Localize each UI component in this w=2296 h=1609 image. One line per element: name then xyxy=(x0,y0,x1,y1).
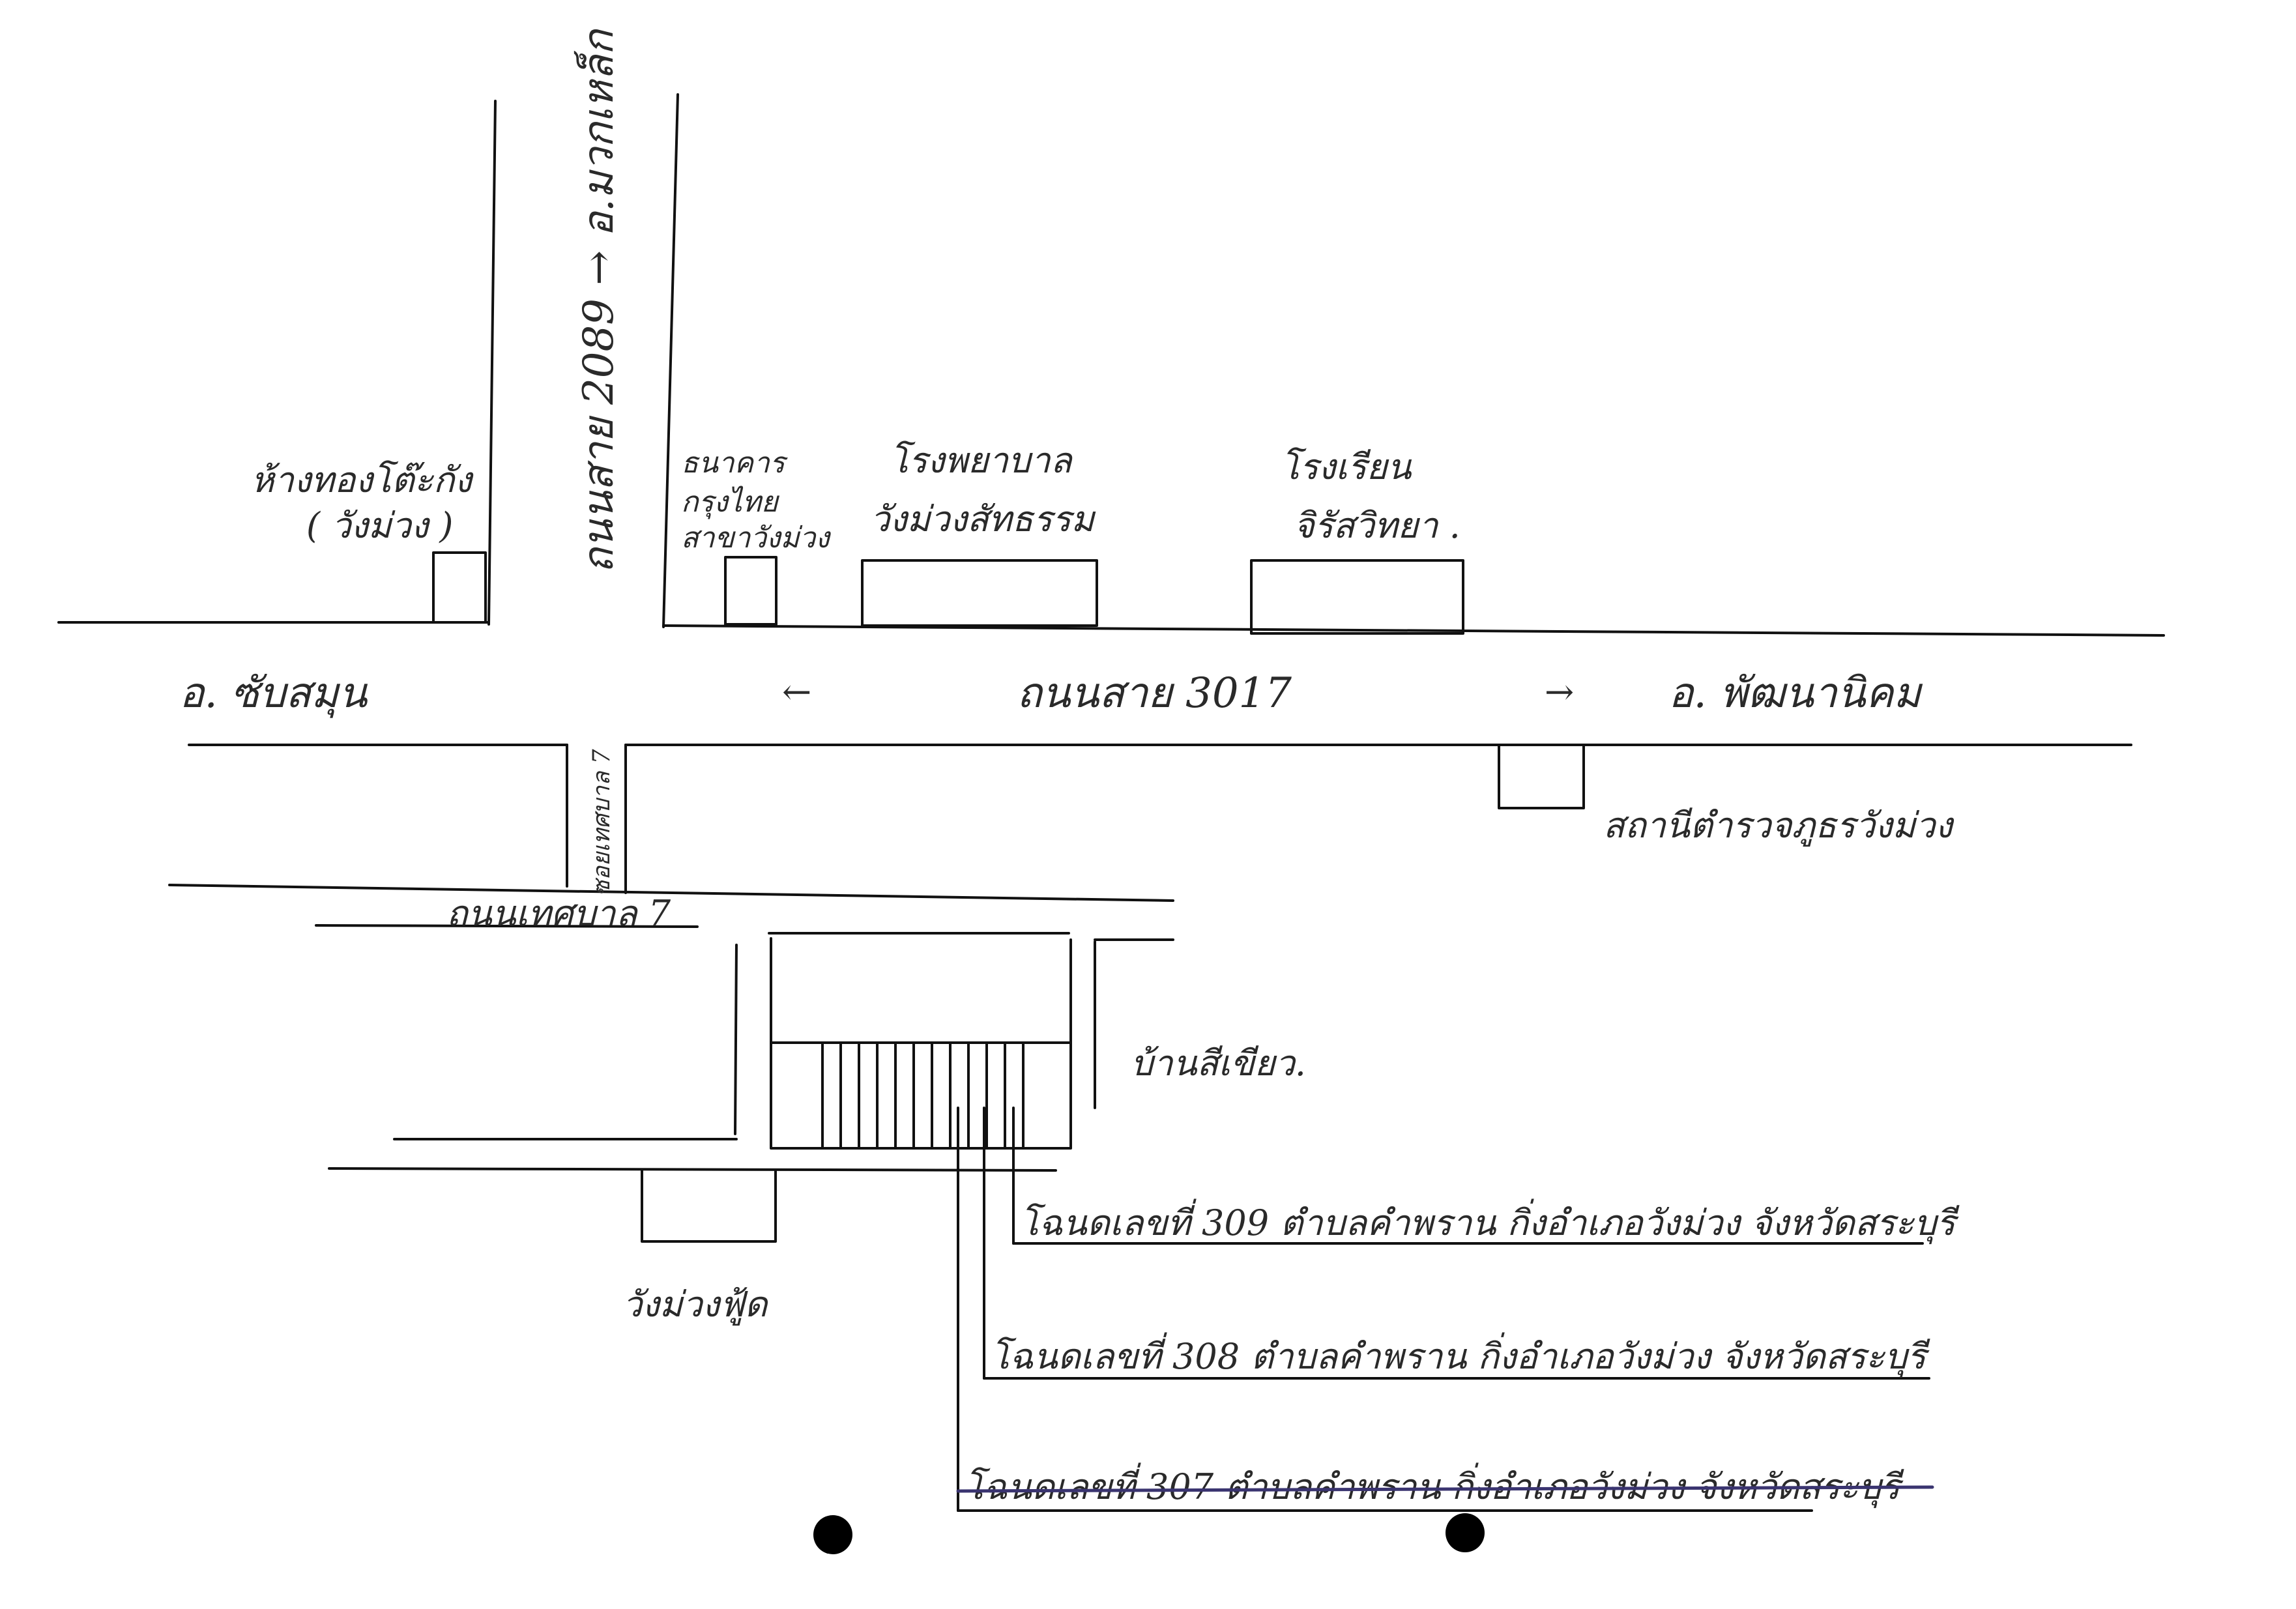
bank-label-line3: สาขาวังม่วง xyxy=(681,521,832,555)
gold-shop-label: ห้างทองโต๊ะกัง xyxy=(251,459,474,500)
highway-label: ถนนสาย 3017 xyxy=(1017,669,1292,718)
bank-label-line2: กรุงไทย xyxy=(681,486,780,519)
highway-north-edge-east xyxy=(662,624,2165,637)
wangmuang-food-building xyxy=(641,1169,777,1243)
buildings xyxy=(432,551,1585,1243)
school-building xyxy=(1250,559,1464,635)
map-labels: อ. ซับสมุน ถนนสาย 3017 ← → อ. พัฒนานิคม … xyxy=(179,28,1960,1509)
municipal-road-label: ถนนเทศบาล 7 xyxy=(446,893,671,934)
registration-dot-left xyxy=(813,1515,852,1554)
deed-307-label: โฉนดเลขที่ 307 ตำบลคำพราน กิ่งอำเภอวังม่… xyxy=(965,1462,1904,1509)
hospital-building xyxy=(861,559,1098,627)
east-direction-label: อ. พัฒนานิคม xyxy=(1668,669,1923,718)
deed-308-label: โฉนดเลขที่ 308 ตำบลคำพราน กิ่งอำเภอวังม่… xyxy=(991,1332,1930,1378)
hospital-label-line1: โรงพยาบาล xyxy=(890,440,1074,481)
gold-shop-building xyxy=(432,551,487,624)
highway-arrow-left: ← xyxy=(782,671,811,712)
bank-building xyxy=(724,556,777,626)
police-station-building xyxy=(1498,745,1585,809)
green-house-label: บ้านสีเขียว. xyxy=(1131,1043,1306,1084)
registration-dot-right xyxy=(1446,1513,1485,1552)
north-road-label: ถนนสาย 2089 → อ.มวกเหล็ก xyxy=(574,28,623,573)
plot-west-vertical xyxy=(734,944,738,1135)
road-lines xyxy=(57,93,2165,1172)
plot-bottom-line xyxy=(328,1167,1057,1172)
road-2089-west-edge xyxy=(487,100,497,626)
highway-arrow-right: → xyxy=(1545,671,1574,712)
plot-hatching xyxy=(821,1041,1024,1150)
west-direction-label: อ. ซับสมุน xyxy=(179,669,368,718)
school-label-line1: โรงเรียน xyxy=(1281,446,1412,487)
soi-label: ซอยเทศบาล 7 xyxy=(589,749,615,896)
municipal-road-south-edge-west xyxy=(315,924,699,928)
school-label-line2: จิรัสวิทยา . xyxy=(1294,505,1460,546)
police-label: สถานีตำรวจภูธรวังม่วง xyxy=(1603,805,1955,847)
wangmuang-food-label: วังม่วงฟู้ด xyxy=(622,1284,769,1326)
gold-shop-sublabel: ( วังม่วง ) xyxy=(306,505,453,546)
bank-label-line1: ธนาคาร xyxy=(681,446,789,480)
deed-leaders xyxy=(957,1107,1930,1512)
hospital-label-line2: วังม่วงสัทธรรม xyxy=(870,499,1096,540)
road-2089-east-edge xyxy=(662,93,679,628)
municipal-road-north-edge xyxy=(168,884,1174,902)
deed-309-label: โฉนดเลขที่ 309 ตำบลคำพราน กิ่งอำเภอวังม่… xyxy=(1020,1198,1960,1245)
deed-307-strikethrough xyxy=(956,1485,1934,1493)
